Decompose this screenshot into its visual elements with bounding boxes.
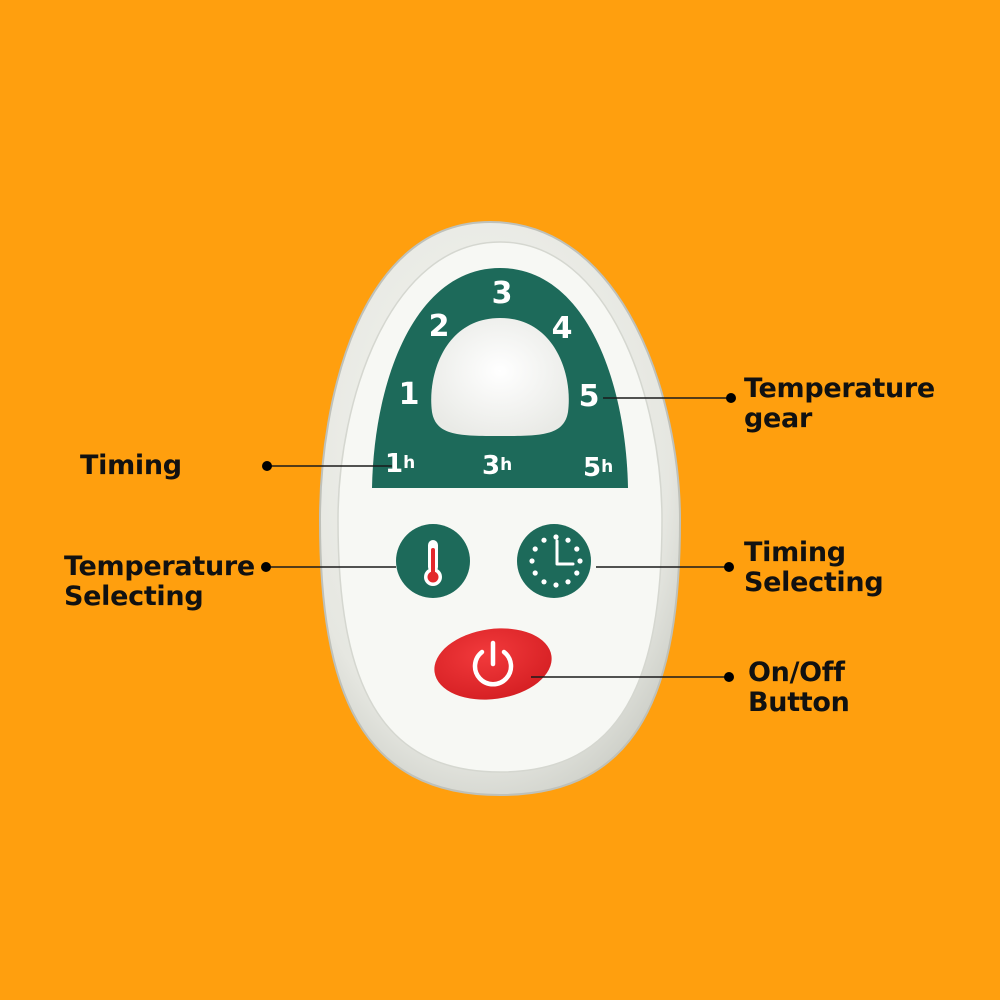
clock-tick-dot [541,579,547,585]
clock-tick-dot [541,537,547,543]
callout-timing-line1: Timing [80,450,182,481]
clock-tick-dot [553,534,559,540]
callout-temperature-selecting-line2: Selecting [64,581,204,612]
timer-label-3h: 3h [482,451,512,481]
clock-tick-dot [532,546,538,552]
callout-timing-selecting: Timing Selecting [744,537,884,598]
clock-tick-dot [574,546,580,552]
display-window [431,318,569,436]
gear-level-2: 2 [429,309,450,344]
power-icon [472,640,514,687]
clock-tick-dot [565,579,571,585]
timer-label-5h: 5h [583,453,613,483]
clock-tick-dot [574,570,580,576]
callout-temperature-selecting-line1: Temperature [64,551,255,582]
timer-label-1h: 1h [385,449,415,479]
clock-icon [529,534,583,588]
power-button[interactable] [430,621,557,707]
clock-tick-dot [577,558,583,564]
gear-level-1: 1 [399,377,420,412]
callout-on-off-button-line1: On/Off [748,657,845,688]
callout-timing-selecting-line2: Selecting [744,567,884,598]
clock-tick-dot [553,582,559,588]
gear-level-5: 5 [579,379,600,414]
callout-temperature-gear-line2: gear [744,403,812,434]
temperature-select-button[interactable] [396,524,470,598]
callout-on-off-button: On/Off Button [748,658,850,718]
gear-level-4: 4 [552,311,573,346]
callout-leaders [267,397,728,678]
timing-select-button[interactable] [517,524,591,598]
callout-timing-selecting-line1: Timing [744,537,846,568]
callout-on-off-button-line2: Button [748,687,850,718]
thermometer-icon [424,540,442,586]
gear-level-3: 3 [492,276,513,311]
callout-temperature-gear-line1: Temperature [744,373,935,404]
clock-tick-dot [565,537,571,543]
callout-temperature-selecting: Temperature Selecting [64,552,255,612]
callout-temperature-gear: Temperature gear [744,374,935,434]
clock-tick-dot [532,570,538,576]
callout-timing: Timing [80,451,182,481]
callout-dots [261,393,736,682]
clock-tick-dot [529,558,535,564]
